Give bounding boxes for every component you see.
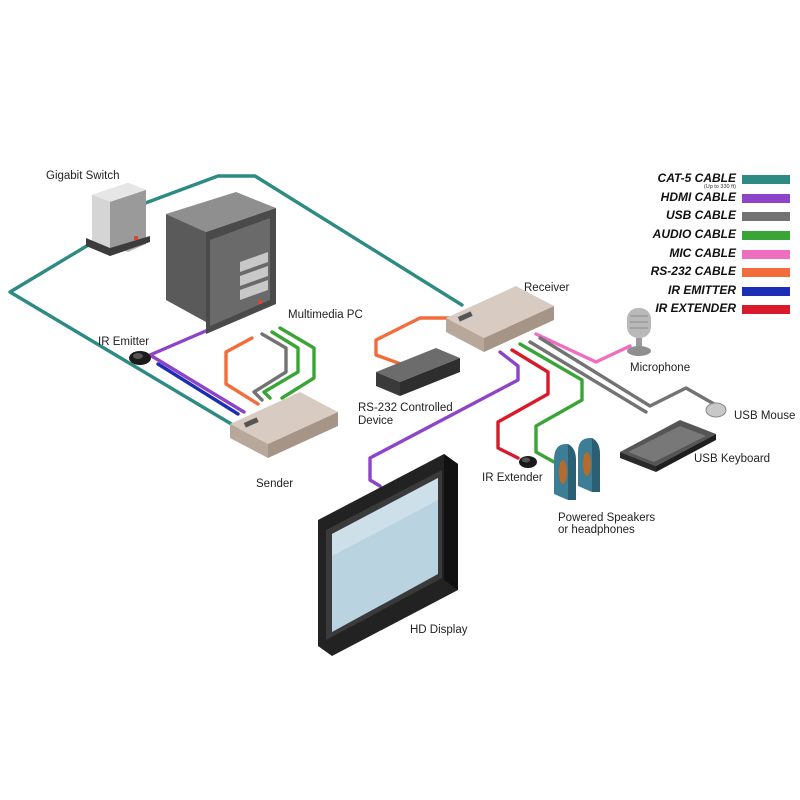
- legend-swatch-cat5: [742, 175, 790, 184]
- usb-keyboard: [620, 420, 716, 472]
- audio-cable-receiver-speakers: [518, 342, 584, 464]
- hd-display: [318, 454, 458, 656]
- mic-cable: [534, 332, 632, 364]
- cat5-cable-switch-receiver: [130, 174, 464, 307]
- label-rs232-device-line1: RS-232 Controlled: [358, 402, 453, 414]
- legend-swatch-rs232: [742, 268, 790, 277]
- ir-emitter-cable: [156, 362, 240, 416]
- legend-swatch-ir-emitter: [742, 287, 790, 296]
- cat5-cable-switch-sender: [8, 236, 240, 430]
- rs232-controlled-device: [376, 348, 460, 396]
- powered-speakers: [554, 438, 600, 500]
- usb-cable-keyboard: [528, 340, 648, 414]
- legend-label-hdmi: HDMI CABLE: [661, 190, 737, 204]
- label-hd-display: HD Display: [410, 624, 468, 636]
- legend-label-rs232: RS-232 CABLE: [651, 264, 737, 278]
- receiver-unit: [446, 286, 554, 352]
- usb-cable-pc-sender: [252, 332, 288, 402]
- rs232-cable-pc-sender: [224, 336, 260, 406]
- usb-cable-mouse: [538, 336, 716, 408]
- label-speakers-line1: Powered Speakers: [558, 512, 655, 524]
- label-sender: Sender: [256, 478, 293, 490]
- legend-label-ir-emitter: IR EMITTER: [668, 283, 736, 297]
- microphone: [627, 308, 651, 356]
- hdmi-cable-receiver-display: [368, 350, 520, 488]
- label-gigabit-switch: Gigabit Switch: [46, 170, 120, 182]
- legend-swatch-ir-extender: [742, 305, 790, 314]
- label-receiver: Receiver: [524, 282, 570, 294]
- legend-label-mic: MIC CABLE: [669, 246, 737, 260]
- multimedia-pc: [166, 192, 276, 334]
- label-multimedia-pc: Multimedia PC: [288, 309, 363, 321]
- legend-label-usb: USB CABLE: [666, 208, 737, 222]
- hdmi-cable-pc-sender: [148, 328, 246, 414]
- legend-note-cat5: (Up to 330 ft): [704, 184, 736, 190]
- legend-label-audio: AUDIO CABLE: [652, 227, 737, 241]
- cable-legend: CAT-5 CABLE (Up to 330 ft) HDMI CABLE US…: [651, 171, 790, 315]
- audio-cable-pc-sender-1: [262, 330, 300, 400]
- label-ir-emitter: IR Emitter: [98, 336, 149, 348]
- gigabit-switch: [86, 183, 150, 256]
- label-usb-keyboard: USB Keyboard: [694, 453, 770, 465]
- legend-swatch-audio: [742, 231, 790, 240]
- legend-label-ir-extender: IR EXTENDER: [655, 301, 736, 315]
- label-usb-mouse: USB Mouse: [734, 410, 795, 422]
- legend-swatch-hdmi: [742, 194, 790, 203]
- rs232-cable-receiver-device: [374, 316, 454, 370]
- audio-cable-pc-sender-2: [278, 326, 316, 400]
- ir-emitter: [129, 351, 151, 365]
- label-ir-extender: IR Extender: [482, 472, 543, 484]
- legend-swatch-usb: [742, 212, 790, 221]
- label-rs232-device-line2: Device: [358, 415, 393, 427]
- label-microphone: Microphone: [630, 362, 690, 374]
- legend-label-cat5: CAT-5 CABLE: [658, 171, 737, 185]
- ir-extender-cable: [496, 348, 550, 460]
- label-speakers-line2: or headphones: [558, 524, 635, 536]
- legend-swatch-mic: [742, 250, 790, 259]
- usb-mouse: [705, 402, 727, 418]
- sender-unit: [230, 392, 338, 458]
- ir-extender: [519, 456, 537, 468]
